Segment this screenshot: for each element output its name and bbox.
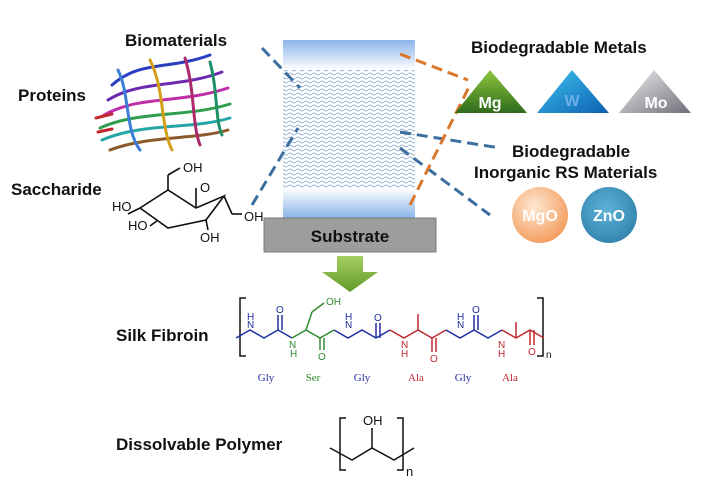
metal-mg: Mg xyxy=(455,70,527,113)
silk-n-2: N xyxy=(289,340,296,351)
biomaterials-label: Biomaterials xyxy=(125,31,228,50)
saccharide-structure xyxy=(127,167,242,231)
silk-o-6: O xyxy=(528,347,536,358)
metal-mg-label: Mg xyxy=(478,95,501,112)
rs-materials-label-line2: Inorganic RS Materials xyxy=(474,163,658,182)
residue-label-4: Ala xyxy=(408,372,424,384)
metal-mo-label: Mo xyxy=(644,95,667,112)
oxide-zno-label: ZnO xyxy=(593,208,625,225)
saccharide-oh-right: OH xyxy=(244,209,264,224)
silk-n-6: N xyxy=(498,340,505,351)
residue-label-3: Gly xyxy=(354,372,371,384)
connector-rs-bottom xyxy=(399,146,491,217)
protein-structure-image xyxy=(94,53,232,152)
top-layer xyxy=(283,40,415,70)
down-arrow xyxy=(322,256,378,292)
metal-w: W xyxy=(537,70,609,113)
residue-label-5: Gly xyxy=(455,372,472,384)
silk-h-5: H xyxy=(457,312,464,323)
dashed-connectors xyxy=(250,46,501,217)
silk-subscript-n: n xyxy=(546,350,552,361)
oxide-zno: ZnO xyxy=(581,187,637,243)
saccharide-ring-o: O xyxy=(200,180,210,195)
dissolvable-polymer-label: Dissolvable Polymer xyxy=(116,435,283,454)
silk-o-3: O xyxy=(374,313,382,324)
saccharide-ho-left: HO xyxy=(112,199,132,214)
polymer-structure xyxy=(329,417,415,471)
metal-w-label: W xyxy=(564,93,580,110)
silk-h-6: H xyxy=(498,349,505,360)
residue-label-2: Ser xyxy=(306,372,321,384)
connector-metals-bottom xyxy=(408,84,472,206)
residue-label-6: Ala xyxy=(502,372,518,384)
rs-materials-label-line1: Biodegradable xyxy=(512,142,631,161)
silk-o-1: O xyxy=(276,305,284,316)
oxide-mgo-label: MgO xyxy=(522,208,558,225)
silk-h-1: H xyxy=(247,312,254,323)
silk-h-3: H xyxy=(345,312,352,323)
saccharide-ho-mid: HO xyxy=(128,218,148,233)
silk-h-2: H xyxy=(290,349,297,360)
metal-mo: Mo xyxy=(619,70,691,113)
silk-n-5: N xyxy=(457,320,464,331)
silk-n-4: N xyxy=(401,340,408,351)
substrate-block: Substrate xyxy=(263,217,437,253)
connector-saccharide xyxy=(250,127,300,206)
biodegradable-metals-label: Biodegradable Metals xyxy=(471,38,647,57)
saccharide-oh-bottom: OH xyxy=(200,230,220,245)
silk-fibroin-label: Silk Fibroin xyxy=(116,326,209,345)
silk-fibroin-structure xyxy=(235,297,545,357)
layer-stack xyxy=(283,40,415,218)
substrate-label: Substrate xyxy=(311,227,389,246)
connector-biomaterials xyxy=(260,46,302,90)
polymer-oh: OH xyxy=(363,413,383,428)
saccharide-label: Saccharide xyxy=(11,180,102,199)
oxide-mgo: MgO xyxy=(512,187,568,243)
silk-o-4: O xyxy=(430,354,438,365)
residue-label-1: Gly xyxy=(258,372,275,384)
silk-n-1: N xyxy=(247,320,254,331)
saccharide-oh-top: OH xyxy=(183,160,203,175)
silk-n-3: N xyxy=(345,320,352,331)
silk-o-2: O xyxy=(318,352,326,363)
silk-o-5: O xyxy=(472,305,480,316)
polymer-subscript-n: n xyxy=(406,464,413,479)
bottom-layer xyxy=(283,188,415,218)
silk-h-4: H xyxy=(401,349,408,360)
connector-metals-top xyxy=(399,52,469,82)
proteins-label: Proteins xyxy=(18,86,87,105)
silk-oh-side: OH xyxy=(326,297,341,308)
